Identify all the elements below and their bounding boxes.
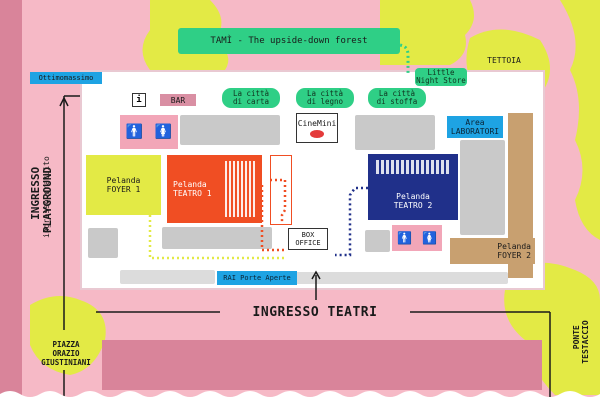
ponte-testaccio: PONTE TESTACCIO: [563, 312, 590, 372]
restroom-woman-icon: 🚺: [154, 124, 173, 140]
pelanda-foyer-1-label: Pelanda FOYER 1: [106, 176, 141, 194]
bar[interactable]: BAR: [160, 94, 196, 106]
ottimomassimo-tag[interactable]: Ottimomassimo: [30, 72, 102, 84]
ingresso-teatri-label: INGRESSO TEATRI: [252, 304, 378, 320]
cinemini[interactable]: CineMini: [296, 113, 338, 143]
path-orange-2: [260, 185, 285, 252]
seating-teatro-2: [376, 160, 450, 174]
pelanda-foyer-1[interactable]: Pelanda FOYER 1: [86, 155, 161, 215]
citta-carta-label: La città di carta: [232, 89, 270, 106]
cinemini-label: CineMini: [297, 118, 337, 128]
forest-dotted-path: [375, 43, 410, 75]
room-grey-1: [180, 115, 280, 145]
box-office-label: BOX OFFICE: [295, 231, 321, 247]
room-grey-8: [120, 270, 215, 284]
path-orange: [270, 178, 287, 225]
forest-banner[interactable]: TAMÌ - The upside-down forest: [178, 28, 400, 54]
blob-top-right: [380, 0, 474, 65]
bar-label: BAR: [170, 95, 186, 105]
little-night-store-label: Little Night Store: [416, 68, 466, 85]
restroom-bottom: 🚹 🚺: [392, 225, 442, 251]
outer-wall-left: [0, 0, 22, 400]
rai-porte-aperte-label: RAI Porte Aperte: [223, 273, 291, 282]
room-grey-4: [162, 227, 272, 249]
path-blue: [335, 186, 368, 257]
pelanda-teatro-1[interactable]: Pelanda TEATRO 1: [167, 155, 262, 223]
room-grey-7: [228, 272, 508, 284]
pelanda-teatro-1-label: Pelanda TEATRO 1: [173, 180, 212, 198]
room-grey-2: [355, 115, 435, 150]
info-label: i: [136, 95, 142, 105]
piazza-label: PIAZZA ORAZIO GIUSTINIANI: [41, 339, 91, 367]
citta-legno[interactable]: La città di legno: [296, 88, 354, 108]
ingresso-gratuito-label: ingresso gratuito: [42, 156, 51, 238]
pelanda-foyer-2[interactable]: Pelanda FOYER 2: [450, 238, 535, 264]
rai-porte-aperte[interactable]: RAI Porte Aperte: [217, 271, 297, 285]
restroom-woman-icon-2: 🚺: [422, 231, 437, 245]
tettoia-label: TETTOIA: [487, 55, 521, 65]
restroom-man-icon-2: 🚹: [397, 231, 412, 245]
blob-right-edge: [560, 0, 600, 240]
piazza-orazio-giustiniani: PIAZZA ORAZIO GIUSTINIANI: [30, 338, 102, 368]
info-point[interactable]: i: [132, 93, 146, 107]
ponte-testaccio-label: PONTE TESTACCIO: [572, 320, 590, 364]
pelanda-teatro-2-label: Pelanda TEATRO 2: [393, 192, 433, 210]
tettoia-area[interactable]: TETTOIA: [478, 40, 530, 80]
pelanda-foyer-2-label: Pelanda FOYER 2: [497, 242, 531, 260]
citta-carta[interactable]: La città di carta: [222, 88, 280, 108]
restroom-man-icon: 🚹: [125, 124, 144, 140]
seating-teatro-1: [225, 161, 255, 217]
citta-stoffa[interactable]: La città di stoffa: [368, 88, 426, 108]
eye-icon: [310, 129, 324, 138]
pelanda-teatro-2[interactable]: Pelanda TEATRO 2: [368, 154, 458, 220]
ingresso-teatri[interactable]: INGRESSO TEATRI: [222, 303, 408, 321]
wavy-bottom-edge: [0, 391, 600, 400]
room-grey-3: [88, 228, 118, 258]
restroom-top: 🚹 🚺: [120, 115, 178, 149]
little-night-store[interactable]: Little Night Store: [415, 68, 467, 86]
ottimomassimo-label: Ottimomassimo: [38, 73, 94, 82]
forest-label: TAMÌ - The upside-down forest: [210, 35, 368, 46]
area-laboratori-label: Area LABORATORI: [450, 118, 500, 136]
room-grey-5: [365, 230, 390, 252]
ingresso-gratuito: ingresso gratuito: [42, 156, 51, 238]
area-laboratori[interactable]: Area LABORATORI: [447, 116, 503, 138]
blob-bottom-left: [30, 296, 106, 375]
citta-legno-label: La città di legno: [306, 89, 344, 106]
room-grey-6: [460, 140, 505, 235]
box-office[interactable]: BOX OFFICE: [288, 228, 328, 250]
bottom-block: [102, 340, 542, 390]
blob-bottom-right: [504, 262, 600, 395]
citta-stoffa-label: La città di stoffa: [376, 89, 418, 106]
